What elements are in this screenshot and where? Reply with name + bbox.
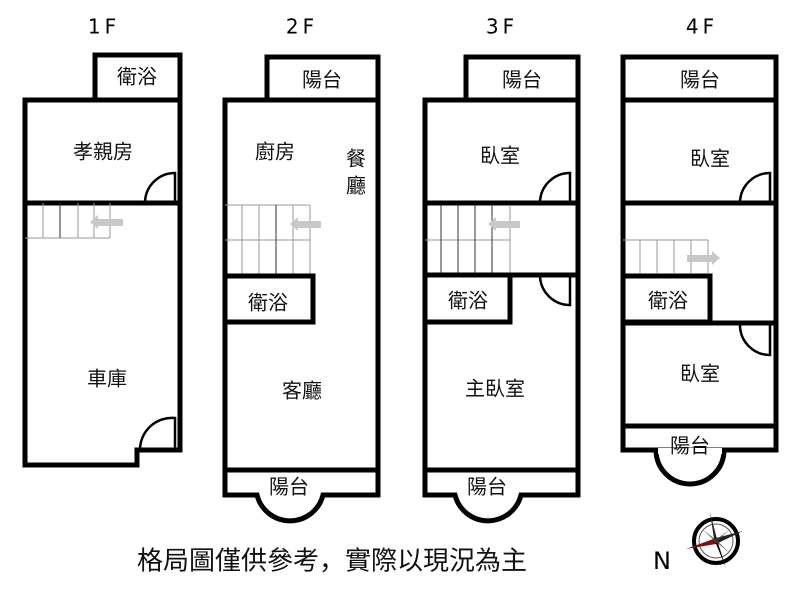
staircase — [425, 205, 511, 273]
room-label: 陽台 — [680, 68, 720, 92]
balcony-wall — [623, 447, 776, 487]
door-icon — [143, 171, 177, 204]
room-label: 陽台 — [467, 475, 507, 499]
room-label: 車庫 — [87, 367, 127, 391]
door-icon — [138, 416, 177, 451]
balcony-wall — [422, 470, 581, 524]
room-label: 衛浴 — [448, 289, 488, 313]
door-icon — [738, 171, 772, 204]
stair-arrow-icon — [290, 217, 321, 231]
stair-arrow-icon — [687, 251, 720, 265]
floor-1f: 衛浴 孝親房 車庫 — [22, 52, 183, 468]
floor-3f: 陽台 臥室 衛浴 主臥室 陽台 — [422, 54, 581, 524]
floor-title-4f: 4F — [686, 15, 718, 39]
compass-icon — [686, 512, 743, 568]
floor-title-2f: 2F — [286, 15, 318, 39]
room-label: 主臥室 — [465, 377, 525, 401]
room-label-dining-2: 廳 — [346, 174, 366, 198]
room-label: 陽台 — [502, 68, 542, 92]
floor-2f: 陽台 廚房 餐 廳 衛浴 客廳 陽台 — [222, 54, 381, 524]
room-label: 陽台 — [302, 68, 342, 92]
stair-arrow-icon — [488, 217, 520, 231]
door-icon — [538, 171, 572, 204]
room-label: 衛浴 — [117, 65, 157, 89]
north-label: N — [653, 547, 671, 575]
room-label: 廚房 — [255, 140, 295, 164]
room-label: 臥室 — [690, 147, 730, 171]
floor-title-3f: 3F — [486, 15, 518, 39]
room-label: 衛浴 — [248, 291, 288, 315]
door-icon — [538, 274, 572, 307]
bath-wall — [222, 273, 316, 325]
floor-title-1f: 1F — [88, 15, 120, 39]
room-label: 衛浴 — [648, 289, 688, 313]
room-label: 陽台 — [670, 434, 710, 458]
balcony-wall — [222, 470, 381, 524]
room-label: 孝親房 — [73, 140, 133, 164]
staircase — [225, 204, 311, 275]
door-icon — [738, 324, 772, 357]
staircase — [623, 239, 709, 273]
room-label: 客廳 — [282, 379, 322, 403]
stair-arrow-icon — [90, 215, 123, 229]
room-label: 臥室 — [480, 144, 520, 168]
disclaimer-note: 格局圖僅供參考，實際以現況為主 — [137, 547, 527, 577]
bath-wall — [422, 272, 513, 325]
outer-wall — [22, 97, 183, 468]
room-label: 臥室 — [680, 362, 720, 386]
floor-4f: 陽台 臥室 衛浴 臥室 陽台 — [620, 54, 779, 487]
room-label-dining-1: 餐 — [346, 147, 366, 171]
room-label: 陽台 — [269, 475, 309, 499]
